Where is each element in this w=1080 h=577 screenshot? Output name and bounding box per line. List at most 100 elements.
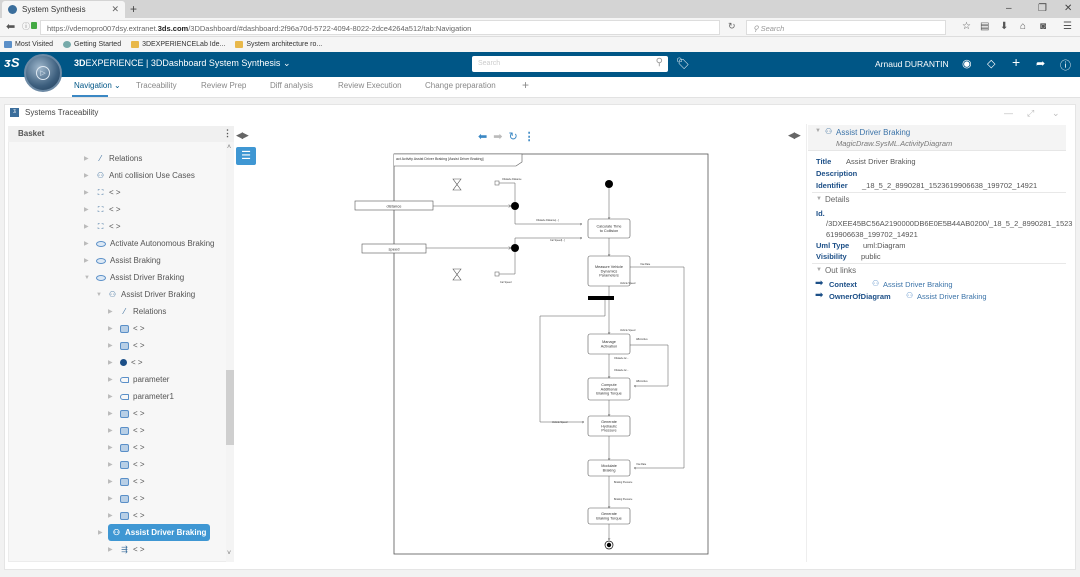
forward-arrow-icon[interactable]: ➡ [493,131,503,143]
browser-search-input[interactable]: ⚲ Search [746,20,946,35]
tree-item[interactable]: ▶⛶< > [84,184,121,201]
expand-right-icon[interactable]: ▶ [108,411,113,417]
minimize-widget-icon[interactable]: — [1004,108,1013,118]
list-view-button[interactable]: ☰ [236,147,256,165]
expand-right-icon[interactable]: ▶ [108,445,113,451]
share-icon[interactable]: ➦ [1036,58,1046,70]
info-icon[interactable]: ⓘ [22,22,30,31]
expand-right-icon[interactable]: ▶ [84,258,89,264]
expand-right-icon[interactable]: ▶ [84,173,89,179]
expand-down-icon[interactable]: ▼ [96,291,102,298]
expand-right-icon[interactable]: ▶ [108,462,113,468]
expand-right-icon[interactable]: ▶ [108,496,113,502]
maximize-widget-icon[interactable]: ⤢ [1027,108,1035,118]
user-name[interactable]: Arnaud DURANTIN [875,59,949,69]
collapse-chevron-icon[interactable]: ▼ [815,128,821,134]
tree-item[interactable]: ▶< > [108,456,145,473]
expand-down-icon[interactable]: ▼ [84,274,90,281]
minimize-icon[interactable]: – [1006,3,1012,14]
tab-navigation[interactable]: Navigation ⌄ [74,81,121,90]
outlink-context-value[interactable]: Assist Driver Braking [883,280,953,289]
new-tab-button[interactable]: + [130,2,138,16]
collapse-right-toggle-icon[interactable]: ◀▶ [788,130,801,140]
add-icon[interactable]: + [1012,54,1021,70]
tag-icon[interactable]: 🏷︎ [676,58,690,70]
tree-item[interactable]: ⚇Assist Driver Braking [108,524,211,541]
tree-item[interactable]: ▶< > [108,490,145,507]
expand-right-icon[interactable]: ▶ [108,360,113,366]
pocket-icon[interactable]: ◙ [1040,21,1047,32]
expand-right-icon[interactable]: ▶ [84,190,89,196]
tree-item[interactable]: ▶⛶< > [84,218,121,235]
tree-item[interactable]: ▶< > [108,405,145,422]
tree-item[interactable]: ▶< > [108,473,145,490]
close-tab-icon[interactable]: ✕ [111,4,119,14]
tree-item[interactable]: ▶< > [108,320,145,337]
tree-item[interactable]: ▶⛶< > [84,201,121,218]
tree-item[interactable]: ▶< > [108,354,143,371]
scroll-up-icon[interactable]: ˄ [227,144,232,151]
tab-traceability[interactable]: Traceability [136,81,177,90]
tree-item[interactable]: ▶⚇Anti collision Use Cases [84,167,195,184]
tab-diff-analysis[interactable]: Diff analysis [270,81,313,90]
scroll-down-icon[interactable]: ˅ [227,550,232,557]
expand-right-icon[interactable]: ▶ [84,241,89,247]
refresh-icon[interactable]: ↻ [508,131,518,143]
tree-item[interactable]: ▶parameter1 [108,388,174,405]
app-title[interactable]: 3DEXPERIENCE | 3DDashboard System Synthe… [74,58,291,69]
tree-item[interactable]: ▶< > [108,439,145,456]
collapse-chevron-icon[interactable]: ▼ [816,267,822,273]
tree-item[interactable]: ▶Activate Autonomous Braking [84,235,215,252]
bookmark-system-architecture[interactable]: System architecture ro... [235,41,322,48]
expand-right-icon[interactable]: ▶ [108,513,113,519]
collapse-left-toggle-icon[interactable]: ◀▶ [236,130,249,140]
browser-tab[interactable]: System Synthesis ✕ [2,1,125,18]
expand-right-icon[interactable]: ▶ [84,207,89,213]
outlink-owner-value[interactable]: Assist Driver Braking [917,292,987,301]
expand-right-icon[interactable]: ▶ [98,530,103,536]
close-window-icon[interactable]: ✕ [1064,3,1073,14]
clipboard-icon[interactable]: ▤ [980,21,990,32]
user-avatar-icon[interactable]: ◉ [962,58,972,70]
expand-right-icon[interactable]: ▶ [108,394,113,400]
expand-right-icon[interactable]: ▶ [108,326,113,332]
bookmark-most-visited[interactable]: Most Visited [4,41,53,48]
activity-diagram[interactable]: act Activity Assist Driver Braking [Assi… [350,150,712,558]
notification-icon[interactable]: ◇ [987,58,996,70]
expand-right-icon[interactable]: ▶ [108,479,113,485]
back-arrow-icon[interactable]: ⬅ [478,131,488,143]
tree-item[interactable]: ▶< > [108,337,145,354]
expand-right-icon[interactable]: ▶ [84,224,89,230]
expand-right-icon[interactable]: ▶ [108,309,113,315]
tab-change-preparation[interactable]: Change preparation [425,81,496,90]
tree-item[interactable]: ▼Assist Driver Braking [84,269,184,286]
widget-menu-chevron-icon[interactable]: ⌄ [1052,108,1060,118]
basket-scrollbar-thumb[interactable] [226,370,234,445]
tree-item[interactable]: ▶< > [108,422,145,439]
tree-item[interactable]: ▶parameter [108,371,169,388]
basket-menu-icon[interactable]: ⋮ [223,128,232,138]
expand-right-icon[interactable]: ▶ [108,377,113,383]
restore-icon[interactable]: ❐ [1038,3,1047,14]
star-icon[interactable]: ☆ [962,21,971,32]
expand-right-icon[interactable]: ▶ [108,428,113,434]
home-icon[interactable]: ⌂ [1020,21,1027,32]
tree-item[interactable]: ▶⁄Relations [108,303,166,320]
tab-review-prep[interactable]: Review Prep [201,81,247,90]
compass-button[interactable]: ▷ [24,54,62,92]
menu-icon[interactable]: ☰ [1063,21,1072,32]
tree-item[interactable]: ▼⚇Assist Driver Braking [96,286,195,303]
basket-scrollbar[interactable] [226,142,234,562]
tab-review-execution[interactable]: Review Execution [338,81,402,90]
tree-item[interactable]: ▶< > [108,507,145,524]
tree-item[interactable]: ▶⇶< > [108,541,145,558]
expand-right-icon[interactable]: ▶ [108,343,113,349]
expand-right-icon[interactable]: ▶ [84,156,89,162]
expand-right-icon[interactable]: ▶ [108,547,113,553]
collapse-chevron-icon[interactable]: ▼ [816,196,822,202]
url-input[interactable]: https://vdemopro007dsy.extranet.3ds.com/… [40,20,720,35]
reload-icon[interactable]: ↻ [728,21,736,31]
more-options-icon[interactable]: ⋮ [523,131,535,143]
app-search-input[interactable]: Search⚲ [472,56,668,72]
details-name[interactable]: Assist Driver Braking [836,128,911,137]
